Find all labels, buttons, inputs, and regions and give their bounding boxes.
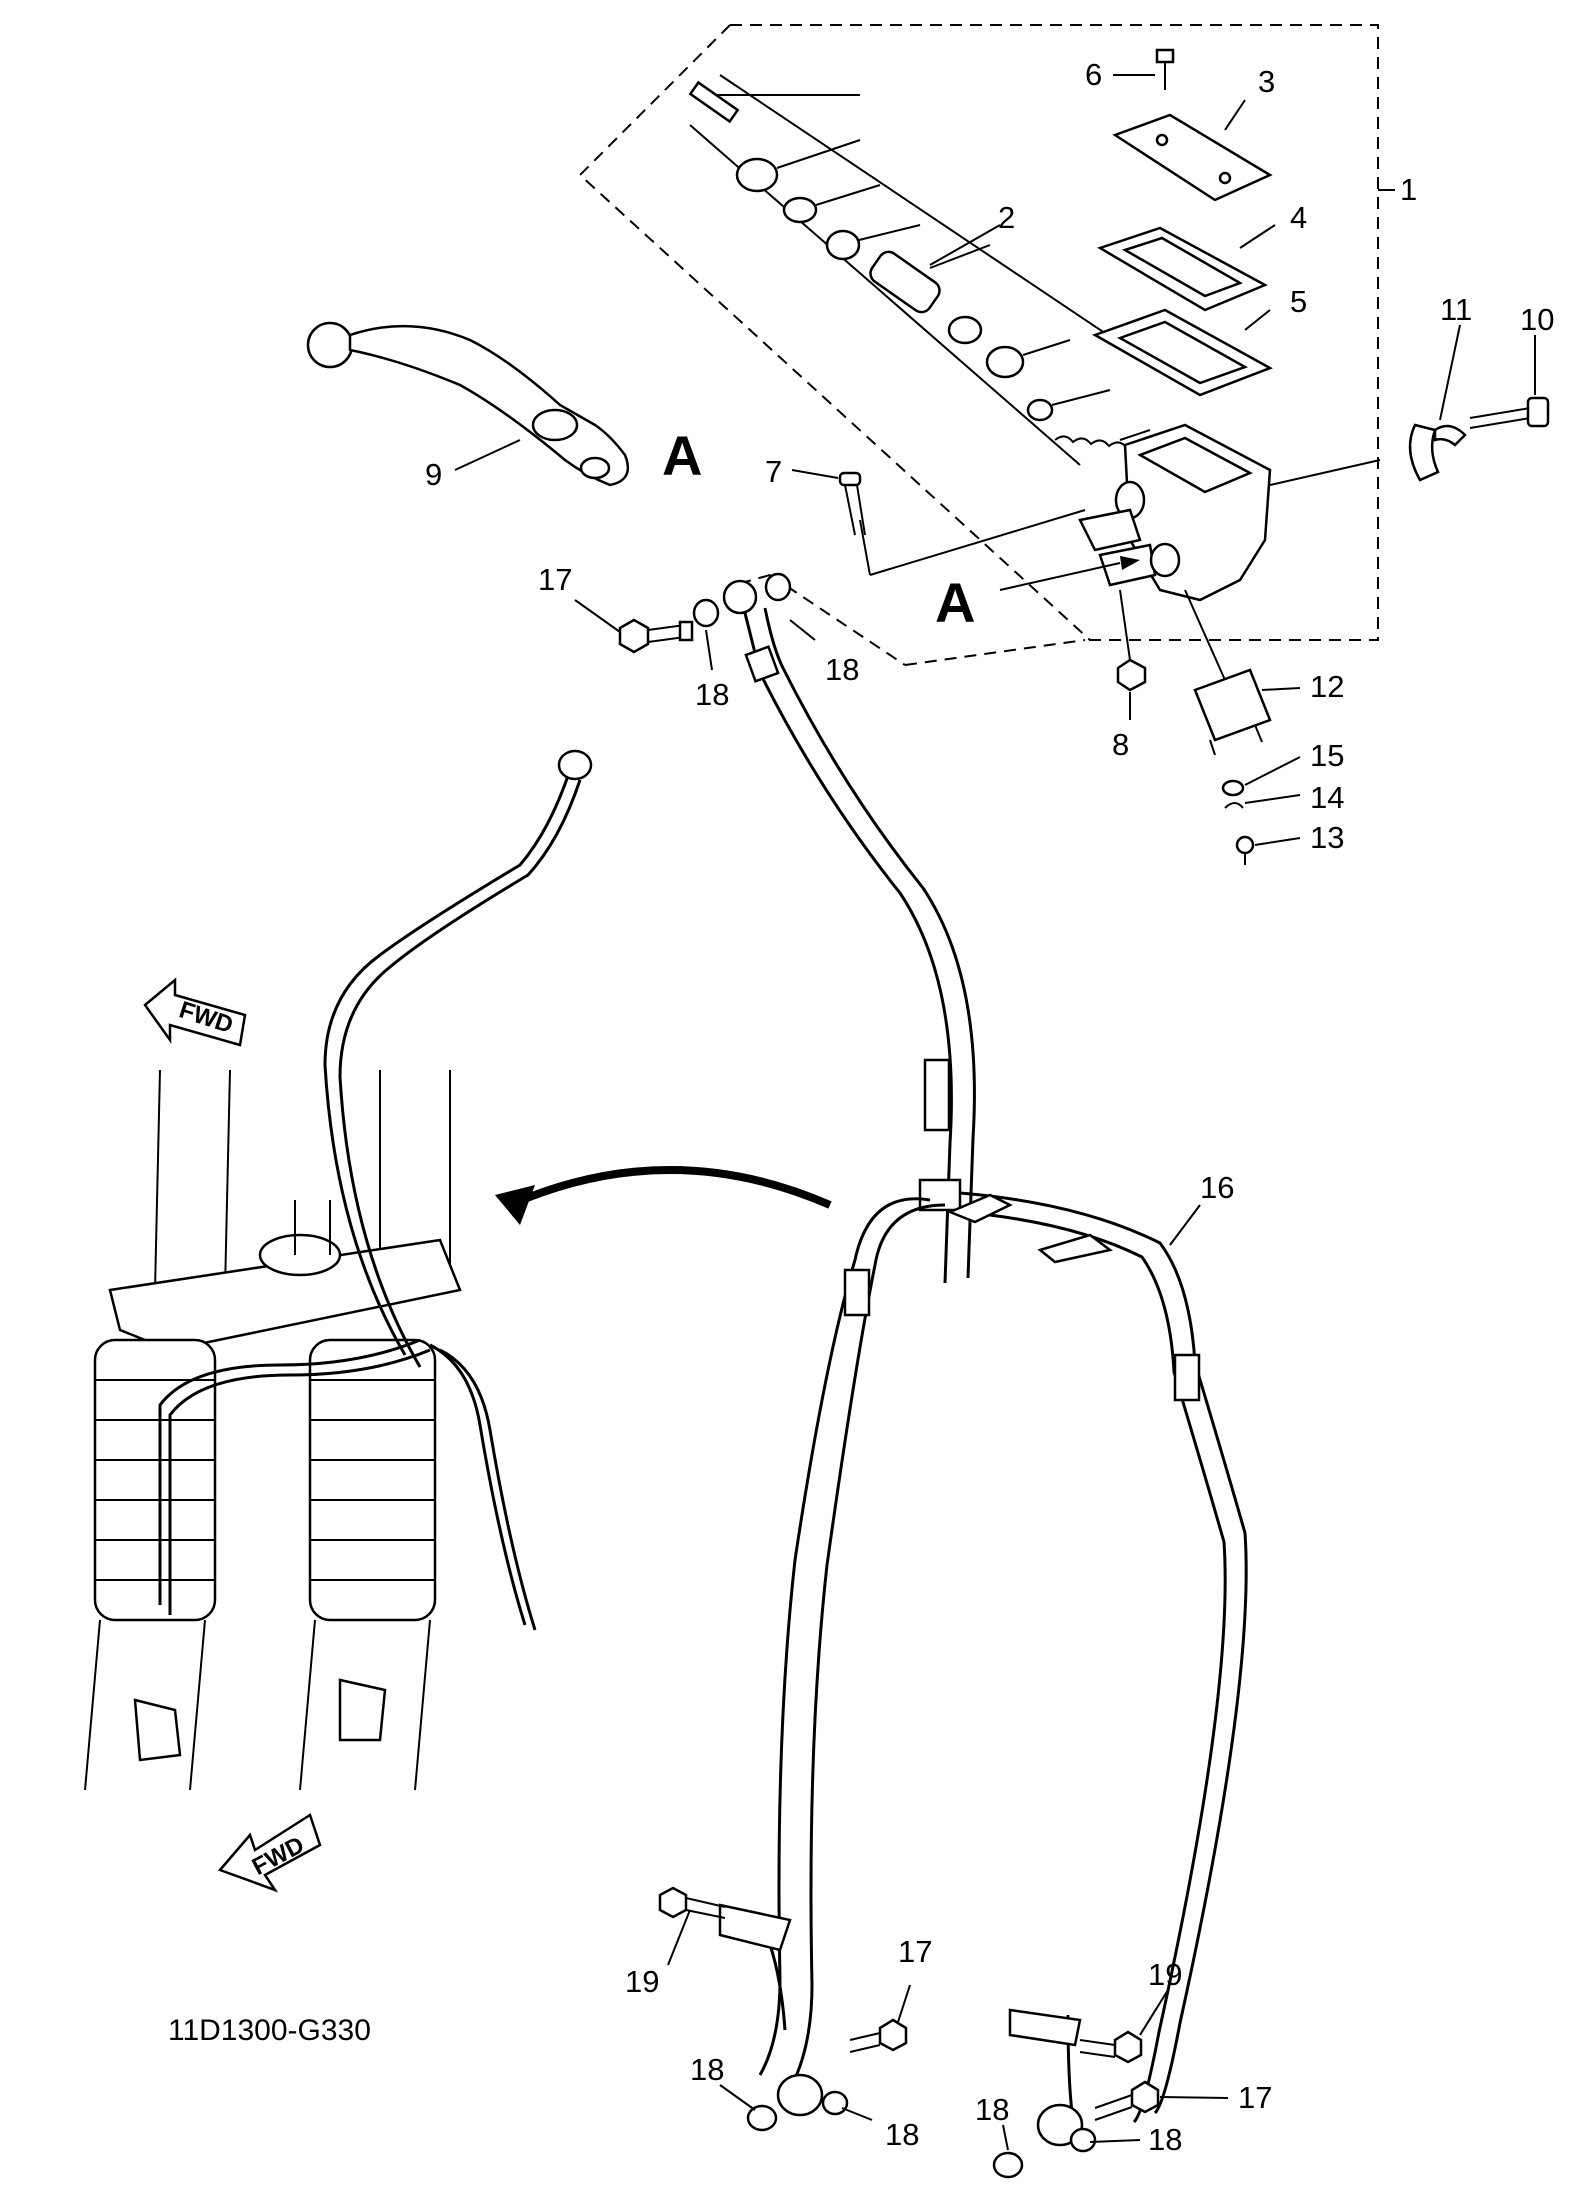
callout-18-lower-left: 18 (690, 2052, 724, 2087)
callout-18-lower-right-a: 18 (975, 2092, 1009, 2127)
brake-hose (718, 607, 1248, 2147)
callout-18-top-right: 18 (825, 652, 859, 687)
fwd-arrow-lower: FWD (217, 1813, 322, 1893)
callout-17-mid: 17 (898, 1934, 932, 1969)
callout-7: 7 (765, 454, 782, 489)
callout-5: 5 (1290, 284, 1307, 319)
callout-15: 15 (1310, 738, 1344, 773)
lower-fasteners (658, 1886, 1160, 2179)
callout-19-right: 19 (1148, 1957, 1182, 1992)
callout-18-lower-mid: 18 (885, 2117, 919, 2152)
callout-10: 10 (1520, 302, 1554, 337)
view-letter-a-arrow: A (935, 571, 975, 634)
callout-6: 6 (1085, 57, 1102, 92)
callout-13: 13 (1310, 820, 1344, 855)
leader-lines (454, 74, 1536, 2151)
callout-8: 8 (1112, 727, 1129, 762)
brake-switch (1184, 589, 1272, 865)
callout-17-right: 17 (1238, 2080, 1272, 2115)
fork-gaiter-left (93, 1338, 217, 1622)
pivot-bolt-and-nut (838, 471, 1147, 692)
top-union-fasteners (618, 572, 792, 654)
view-a-arrow (999, 556, 1140, 591)
callout-19-left: 19 (625, 1964, 659, 1999)
callout-2: 2 (998, 200, 1015, 235)
callout-14: 14 (1310, 780, 1344, 815)
callout-18-top-left: 18 (695, 677, 729, 712)
callout-18-lower-right-b: 18 (1148, 2122, 1182, 2157)
assembly-boundary (578, 24, 1379, 666)
callout-12: 12 (1310, 669, 1344, 704)
reservoir-cover-set (1092, 48, 1273, 397)
piston-kit (688, 74, 1161, 466)
holder-and-bolt (1408, 396, 1550, 482)
curved-arrow (495, 1166, 832, 1225)
callout-3: 3 (1258, 64, 1275, 99)
front-fork-view (84, 749, 593, 1791)
callout-16: 16 (1200, 1170, 1234, 1205)
master-cylinder-body (1078, 423, 1381, 602)
callout-11: 11 (1440, 292, 1472, 327)
view-letter-a-lever: A (662, 424, 702, 487)
callout-9: 9 (425, 457, 442, 492)
callout-4: 4 (1290, 200, 1307, 235)
fork-gaiter-right (308, 1338, 437, 1622)
callout-1: 1 (1400, 172, 1417, 207)
brake-lever (306, 321, 630, 487)
fwd-arrow-upper: FWD (143, 977, 247, 1047)
diagram-code: 11D1300-G330 (168, 2014, 371, 2047)
callouts: 1 2 3 4 5 6 7 8 9 10 11 12 13 14 15 16 1… (425, 57, 1554, 2157)
callout-17-top: 17 (538, 562, 572, 597)
